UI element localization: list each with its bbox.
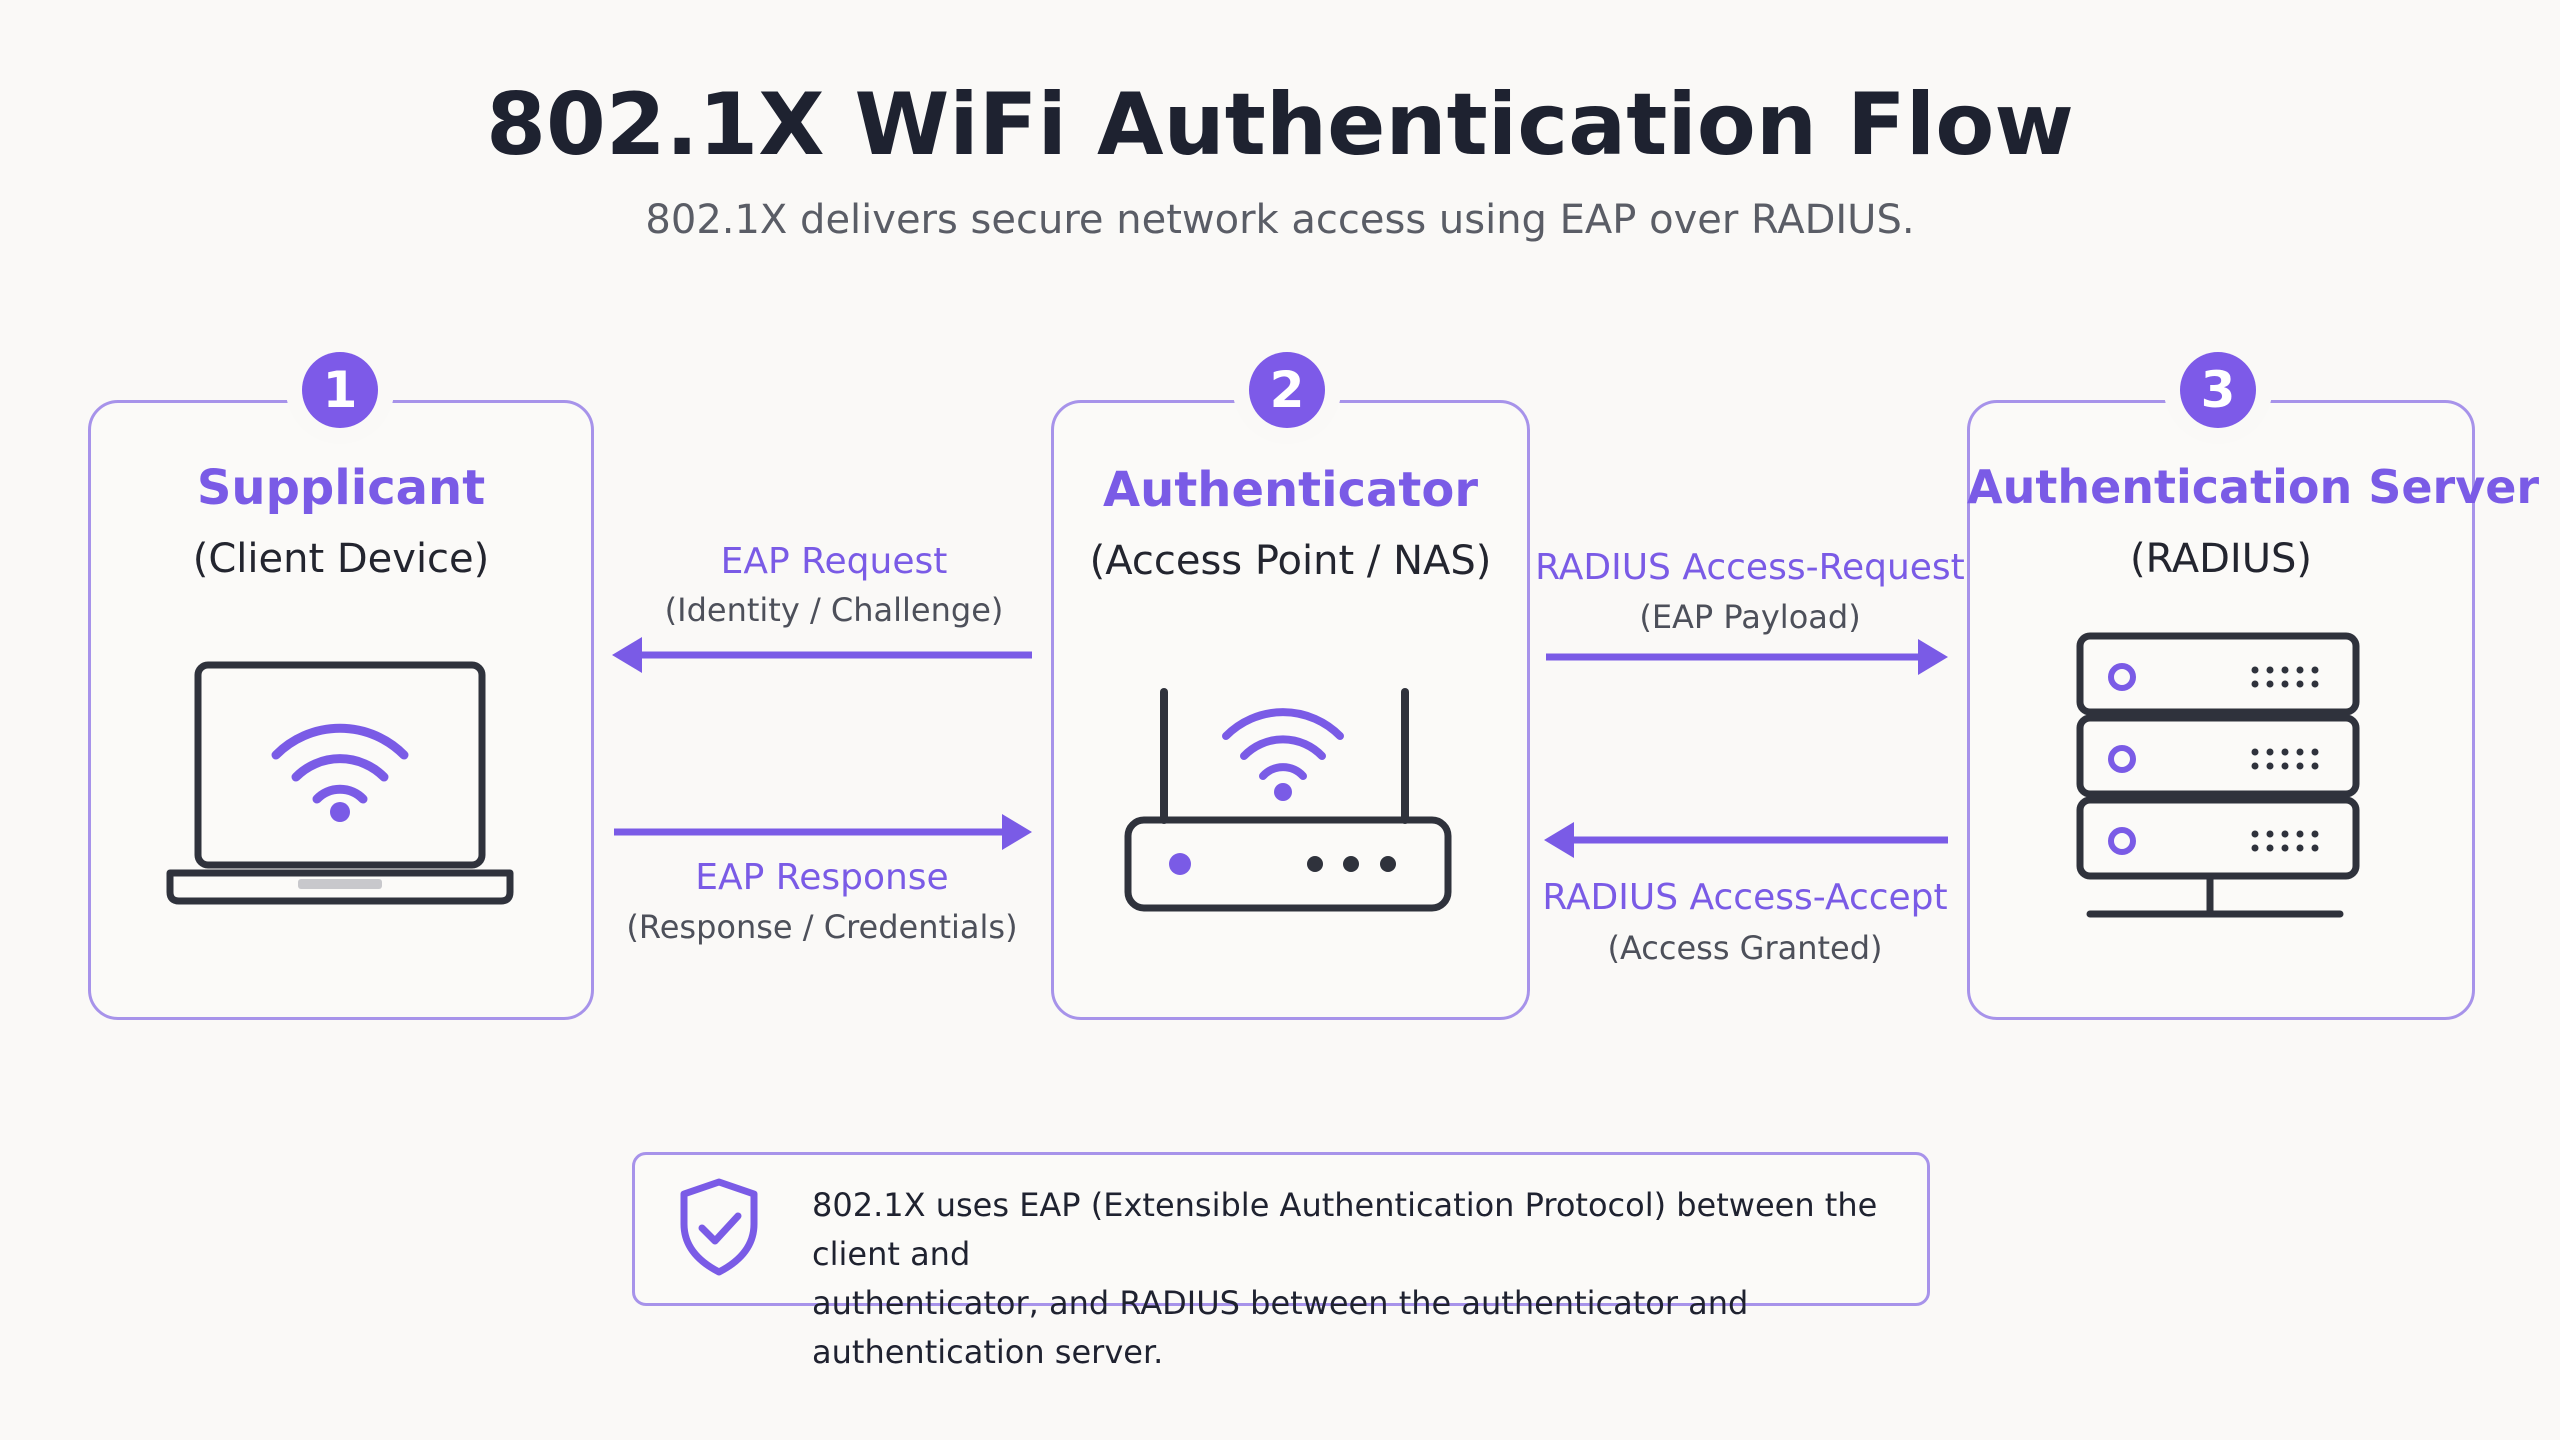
- radius-accept-label: RADIUS Access-Accept: [1542, 877, 1948, 918]
- radius-request-detail: (EAP Payload): [1639, 598, 1861, 636]
- eap-response-detail: (Response / Credentials): [626, 908, 1018, 946]
- laptop-wifi-icon: [166, 661, 514, 905]
- wifi-signal-icon: [271, 723, 409, 804]
- auth-server-title: Authentication Server: [1967, 460, 2540, 514]
- info-note: [632, 1152, 1930, 1306]
- step-badge-3: 3: [2180, 352, 2256, 428]
- step-badge-1: 1: [302, 352, 378, 428]
- supplicant-card: [88, 400, 594, 1020]
- info-note-text: 802.1X uses EAP (Extensible Authenticati…: [812, 1181, 1912, 1377]
- server-rack-icon: [2076, 632, 2360, 918]
- supplicant-title: Supplicant: [196, 460, 486, 516]
- eap-arrows: [612, 637, 1032, 850]
- router-icon: [1124, 688, 1452, 912]
- info-note-line-1: 802.1X uses EAP (Extensible Authenticati…: [812, 1186, 1878, 1273]
- radius-access-request-arrow: [1546, 639, 1948, 675]
- page-title: 802.1X WiFi Authentication Flow: [486, 75, 2074, 175]
- eap-response-label: EAP Response: [695, 857, 949, 898]
- eap-request-arrow: [612, 637, 1032, 673]
- eap-request-detail: (Identity / Challenge): [664, 591, 1004, 629]
- wifi-signal-icon: [1222, 708, 1344, 780]
- auth-server-subtitle: (RADIUS): [2129, 536, 2312, 582]
- radius-arrows: [1544, 639, 1948, 858]
- eap-response-arrow: [614, 814, 1032, 850]
- info-note-line-2: authenticator, and RADIUS between the au…: [812, 1284, 1749, 1371]
- radius-request-label: RADIUS Access-Request: [1535, 547, 1965, 588]
- shield-check-icon: [680, 1178, 758, 1276]
- authenticator-subtitle: (Access Point / NAS): [1089, 538, 1492, 584]
- supplicant-subtitle: (Client Device): [192, 536, 490, 582]
- step-badge-2: 2: [1249, 352, 1325, 428]
- eap-request-label: EAP Request: [720, 541, 948, 582]
- authenticator-title: Authenticator: [1103, 462, 1478, 518]
- radius-accept-detail: (Access Granted): [1607, 929, 1883, 967]
- radius-access-accept-arrow: [1544, 822, 1948, 858]
- page-subtitle: 802.1X delivers secure network access us…: [645, 197, 1915, 243]
